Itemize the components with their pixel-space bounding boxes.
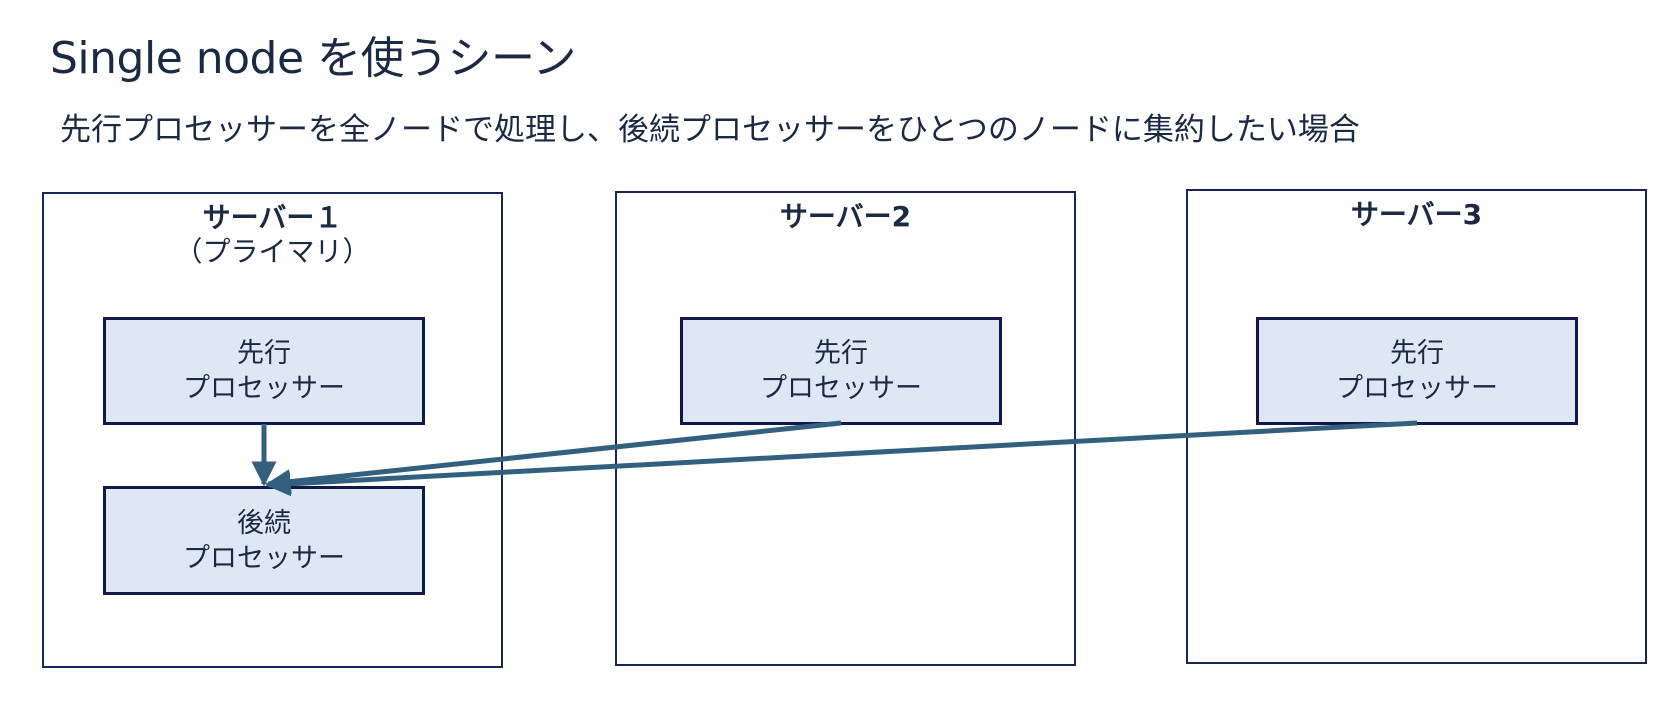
server-1-subsequent-processor: 後続 プロセッサー [103, 486, 425, 595]
server-3-box: サーバー3 [1186, 189, 1647, 664]
server-1-name: サーバー１ [202, 201, 343, 234]
processor-label-line2: プロセッサー [183, 373, 345, 404]
processor-label-line1: 先行 [1390, 338, 1444, 369]
processor-label-line2: プロセッサー [183, 542, 345, 574]
processor-label-line1: 先行 [237, 338, 291, 369]
server-1-role: （プライマリ） [174, 235, 371, 268]
processor-label-line1: 後続 [237, 507, 291, 539]
server-1-box: サーバー１ （プライマリ） [42, 192, 503, 668]
processor-label-line1: 先行 [814, 338, 868, 369]
server-2-box: サーバー2 [615, 191, 1076, 666]
server-1-preceding-processor: 先行 プロセッサー [103, 317, 425, 425]
page-subtitle: 先行プロセッサーを全ノードで処理し、後続プロセッサーをひとつのノードに集約したい… [60, 112, 1360, 148]
page-title: Single node を使うシーン [50, 33, 576, 84]
server-3-preceding-processor: 先行 プロセッサー [1256, 317, 1578, 425]
server-3-name: サーバー3 [1350, 198, 1483, 231]
processor-label-line2: プロセッサー [760, 373, 922, 404]
processor-label-line2: プロセッサー [1336, 373, 1498, 404]
server-2-name: サーバー2 [779, 200, 912, 233]
server-2-preceding-processor: 先行 プロセッサー [680, 317, 1002, 425]
